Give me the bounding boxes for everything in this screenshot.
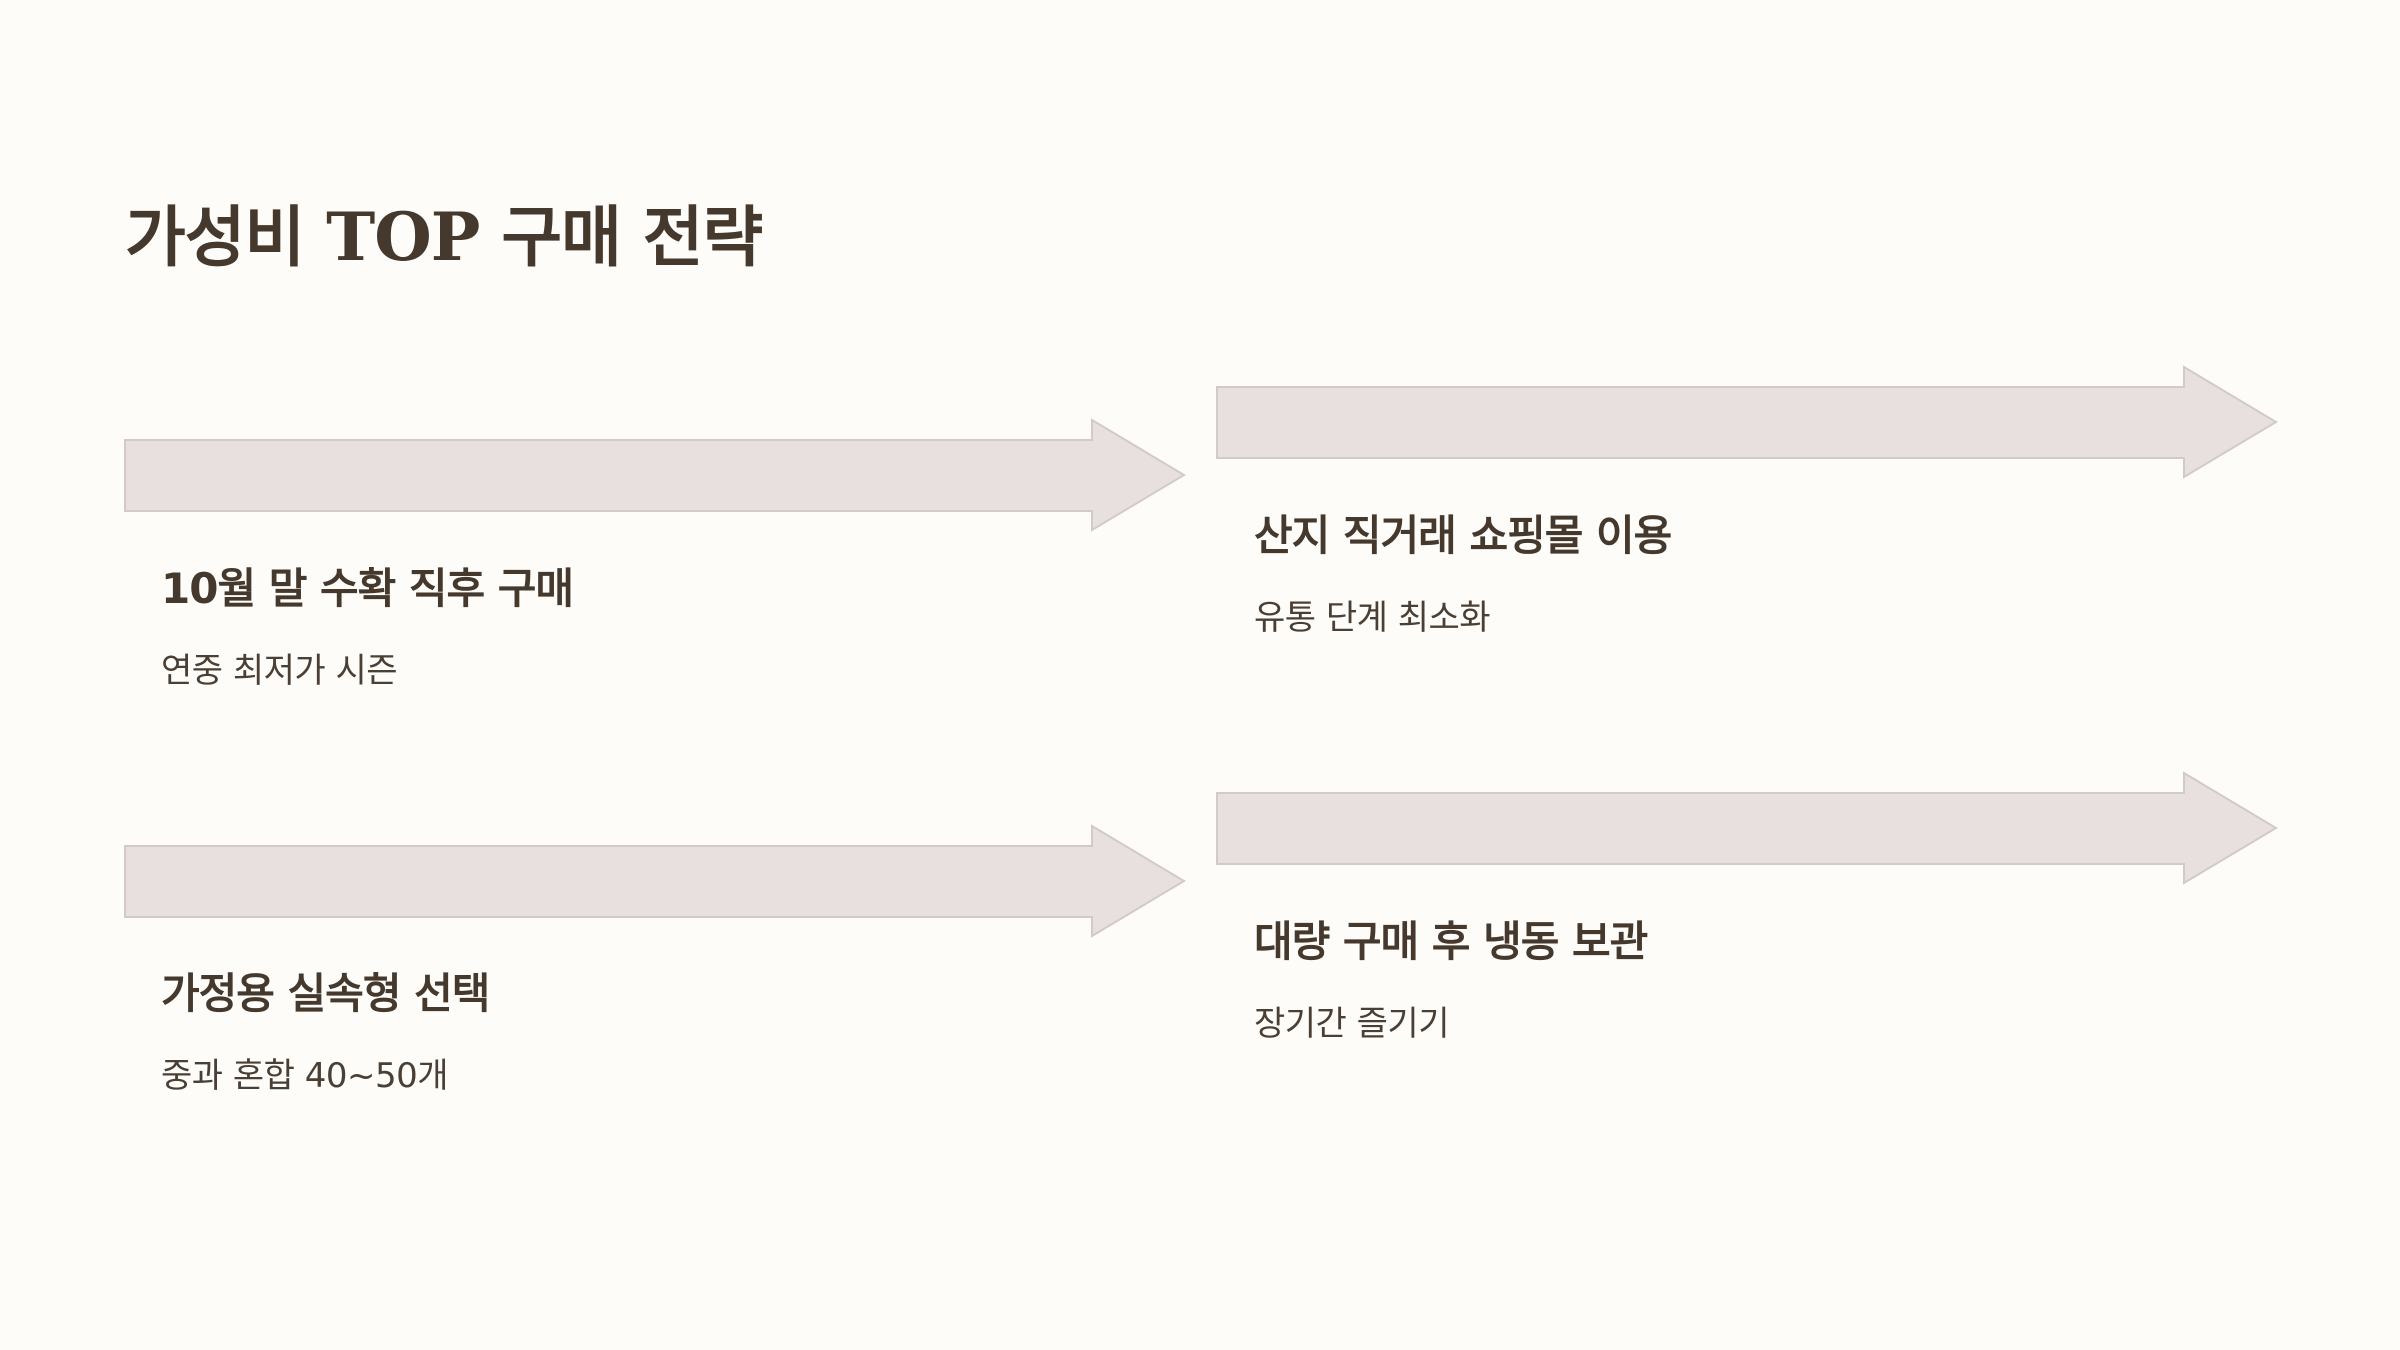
step-2-arrow bbox=[1216, 365, 2278, 479]
step-2-title: 산지 직거래 쇼핑몰 이용 bbox=[1254, 511, 1672, 560]
step-1-title: 10월 말 수확 직후 구매 bbox=[161, 564, 574, 613]
page-title: 가성비 TOP 구매 전략 bbox=[125, 198, 763, 276]
step-3-arrow bbox=[124, 824, 1186, 938]
step-4-desc: 장기간 즐기기 bbox=[1254, 1004, 1450, 1044]
step-1-arrow bbox=[124, 418, 1186, 532]
step-4-title: 대량 구매 후 냉동 보관 bbox=[1254, 917, 1648, 966]
step-3-desc: 중과 혼합 40~50개 bbox=[161, 1056, 449, 1096]
step-4-arrow bbox=[1216, 771, 2278, 885]
step-1-desc: 연중 최저가 시즌 bbox=[161, 651, 398, 691]
step-3-title: 가정용 실속형 선택 bbox=[161, 969, 490, 1018]
step-2-desc: 유통 단계 최소화 bbox=[1254, 598, 1491, 638]
